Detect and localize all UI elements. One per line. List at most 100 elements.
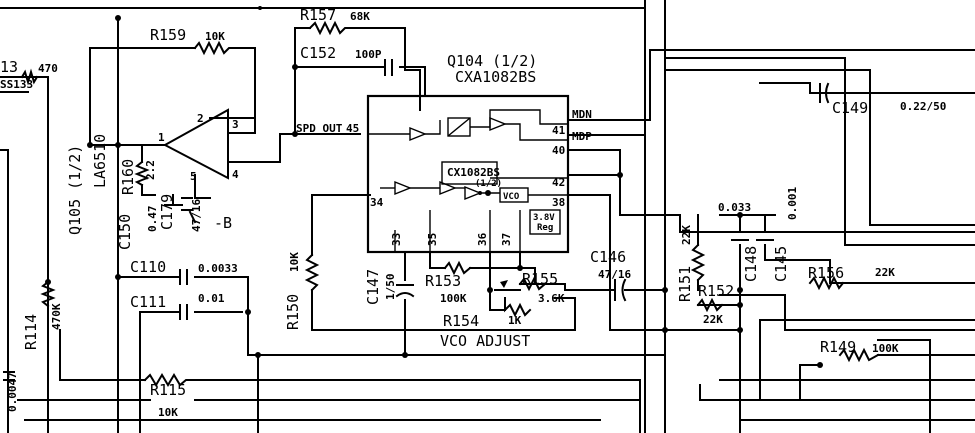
pin-mdp-label: MDP bbox=[572, 130, 592, 143]
c147-plate-b bbox=[395, 292, 415, 298]
opamp-symbol bbox=[162, 108, 229, 180]
r149-ref: R149 bbox=[820, 338, 856, 356]
opamp-pin-1: 1 bbox=[158, 131, 165, 144]
r152-value: 22K bbox=[703, 313, 723, 326]
c-left-value: 0.0047 bbox=[6, 372, 19, 412]
pin-40-label: 40 bbox=[552, 144, 565, 157]
r152-symbol bbox=[696, 297, 724, 313]
c146-ref: C146 bbox=[590, 248, 626, 266]
r157-ref: R157 bbox=[300, 6, 336, 24]
r114-value: 470K bbox=[50, 303, 63, 330]
r154-value: 1K bbox=[508, 314, 522, 327]
c110-ref: C110 bbox=[130, 258, 166, 276]
r160-value: 2.2 bbox=[144, 160, 157, 180]
c146-value: 47/16 bbox=[598, 268, 631, 281]
ic-regulator-block bbox=[529, 209, 561, 235]
opamp-pin-4: 4 bbox=[232, 168, 239, 181]
ic-ref: Q104 (1/2) bbox=[447, 52, 537, 70]
ic-ref-sub: Reg bbox=[537, 223, 553, 233]
r113-symbol bbox=[20, 68, 39, 86]
c179-value: 47/16 bbox=[190, 199, 203, 232]
r113-ref: 13 bbox=[0, 58, 18, 76]
r113-value: 470 bbox=[38, 62, 58, 75]
r154-symbol bbox=[504, 297, 532, 318]
c148-value: 0.033 bbox=[718, 201, 751, 214]
ic-q104: Q104 (1/2) CXA1082BS CX1082BS (1/2) VCO … bbox=[296, 52, 592, 254]
capacitors bbox=[3, 59, 841, 381]
ic-sub-block bbox=[441, 161, 498, 185]
ic-sub-unit-label: (1/2) bbox=[475, 179, 502, 189]
opamp-q105: 2 3 1 4 5 Q105 (1/2) LA6510 -B bbox=[66, 108, 239, 235]
vco-adjust-label: VCO ADJUST bbox=[440, 332, 530, 350]
r149-symbol bbox=[838, 347, 880, 363]
pin-35-label: 35 bbox=[426, 233, 439, 246]
component-labels: 13 470 SS133 R159 10K R157 68K C152 100P… bbox=[0, 6, 946, 419]
c146-plate-b bbox=[621, 278, 627, 302]
pin-34-label: 34 bbox=[370, 196, 384, 209]
junctions bbox=[45, 6, 823, 368]
pin-36-label: 36 bbox=[476, 232, 489, 246]
r156-value: 22K bbox=[875, 266, 895, 279]
opamp-part: LA6510 bbox=[91, 134, 109, 188]
c147-ref: C147 bbox=[364, 269, 382, 305]
r159-value: 10K bbox=[205, 30, 225, 43]
pin-33-label: 33 bbox=[390, 233, 403, 246]
pin-mdn-label: MDN bbox=[572, 108, 592, 121]
pin-41-label: 41 bbox=[552, 124, 566, 137]
r151-value: 22K bbox=[680, 225, 693, 245]
r157-value: 68K bbox=[350, 10, 370, 23]
ic-block bbox=[366, 94, 570, 254]
opamp-pin-3: 3 bbox=[232, 118, 239, 131]
c149-plate-b bbox=[825, 82, 830, 104]
r115-value: 10K bbox=[158, 406, 178, 419]
diode-part: SS133 bbox=[0, 78, 33, 91]
c149-ref: C149 bbox=[832, 99, 868, 117]
r150-ref: R150 bbox=[284, 294, 302, 330]
r155-symbol bbox=[518, 276, 547, 292]
c111-value: 0.01 bbox=[198, 292, 225, 305]
r160-ref: R160 bbox=[119, 159, 137, 195]
ic-vco-label: VCO bbox=[503, 192, 520, 202]
r149-value: 100K bbox=[872, 342, 899, 355]
pin-42-label: 42 bbox=[552, 176, 565, 189]
r114-symbol bbox=[40, 280, 56, 308]
c149-value: 0.22/50 bbox=[900, 100, 946, 113]
r152-ref: R152 bbox=[698, 282, 734, 300]
pin-37-label: 37 bbox=[500, 233, 513, 246]
c152-value: 100P bbox=[355, 48, 382, 61]
ic-part: CXA1082BS bbox=[455, 68, 536, 86]
r114-ref: R114 bbox=[22, 314, 40, 350]
r151-symbol bbox=[690, 243, 706, 282]
r159-ref: R159 bbox=[150, 26, 186, 44]
c147-value: 1/50 bbox=[384, 274, 397, 301]
r150-symbol bbox=[304, 253, 320, 292]
r115-ref: R115 bbox=[150, 381, 186, 399]
c150-value: 0.47 bbox=[146, 206, 159, 233]
r155-ref: R155 bbox=[522, 270, 558, 288]
r160-symbol bbox=[134, 160, 150, 187]
r151-ref: R151 bbox=[676, 266, 694, 302]
r156-ref: R156 bbox=[808, 264, 844, 282]
c179-ref: C179 bbox=[158, 194, 176, 230]
r154-ref: R154 bbox=[443, 312, 479, 330]
c145-ref: C145 bbox=[772, 246, 790, 282]
r155-value: 3.6K bbox=[538, 292, 565, 305]
r150-value: 10K bbox=[288, 252, 301, 272]
c152-ref: C152 bbox=[300, 44, 336, 62]
r115-symbol bbox=[143, 373, 206, 387]
pin-spd-out-label: SPD OUT bbox=[296, 122, 343, 135]
c148-ref: C148 bbox=[742, 246, 760, 282]
c111-ref: C111 bbox=[130, 293, 166, 311]
c145-value: 0.001 bbox=[786, 187, 799, 220]
opamp-ref: Q105 (1/2) bbox=[66, 145, 84, 235]
opamp-pin-2: 2 bbox=[197, 112, 204, 125]
r153-value: 100K bbox=[440, 292, 467, 305]
r156-symbol bbox=[808, 275, 845, 291]
pin-38-label: 38 bbox=[552, 196, 565, 209]
opamp-supply: -B bbox=[214, 214, 232, 232]
r153-symbol bbox=[443, 260, 472, 276]
ic-sub-block-label: CX1082BS bbox=[447, 166, 500, 179]
ic-ref-voltage: 3.8V bbox=[533, 213, 555, 223]
r153-ref: R153 bbox=[425, 272, 461, 290]
